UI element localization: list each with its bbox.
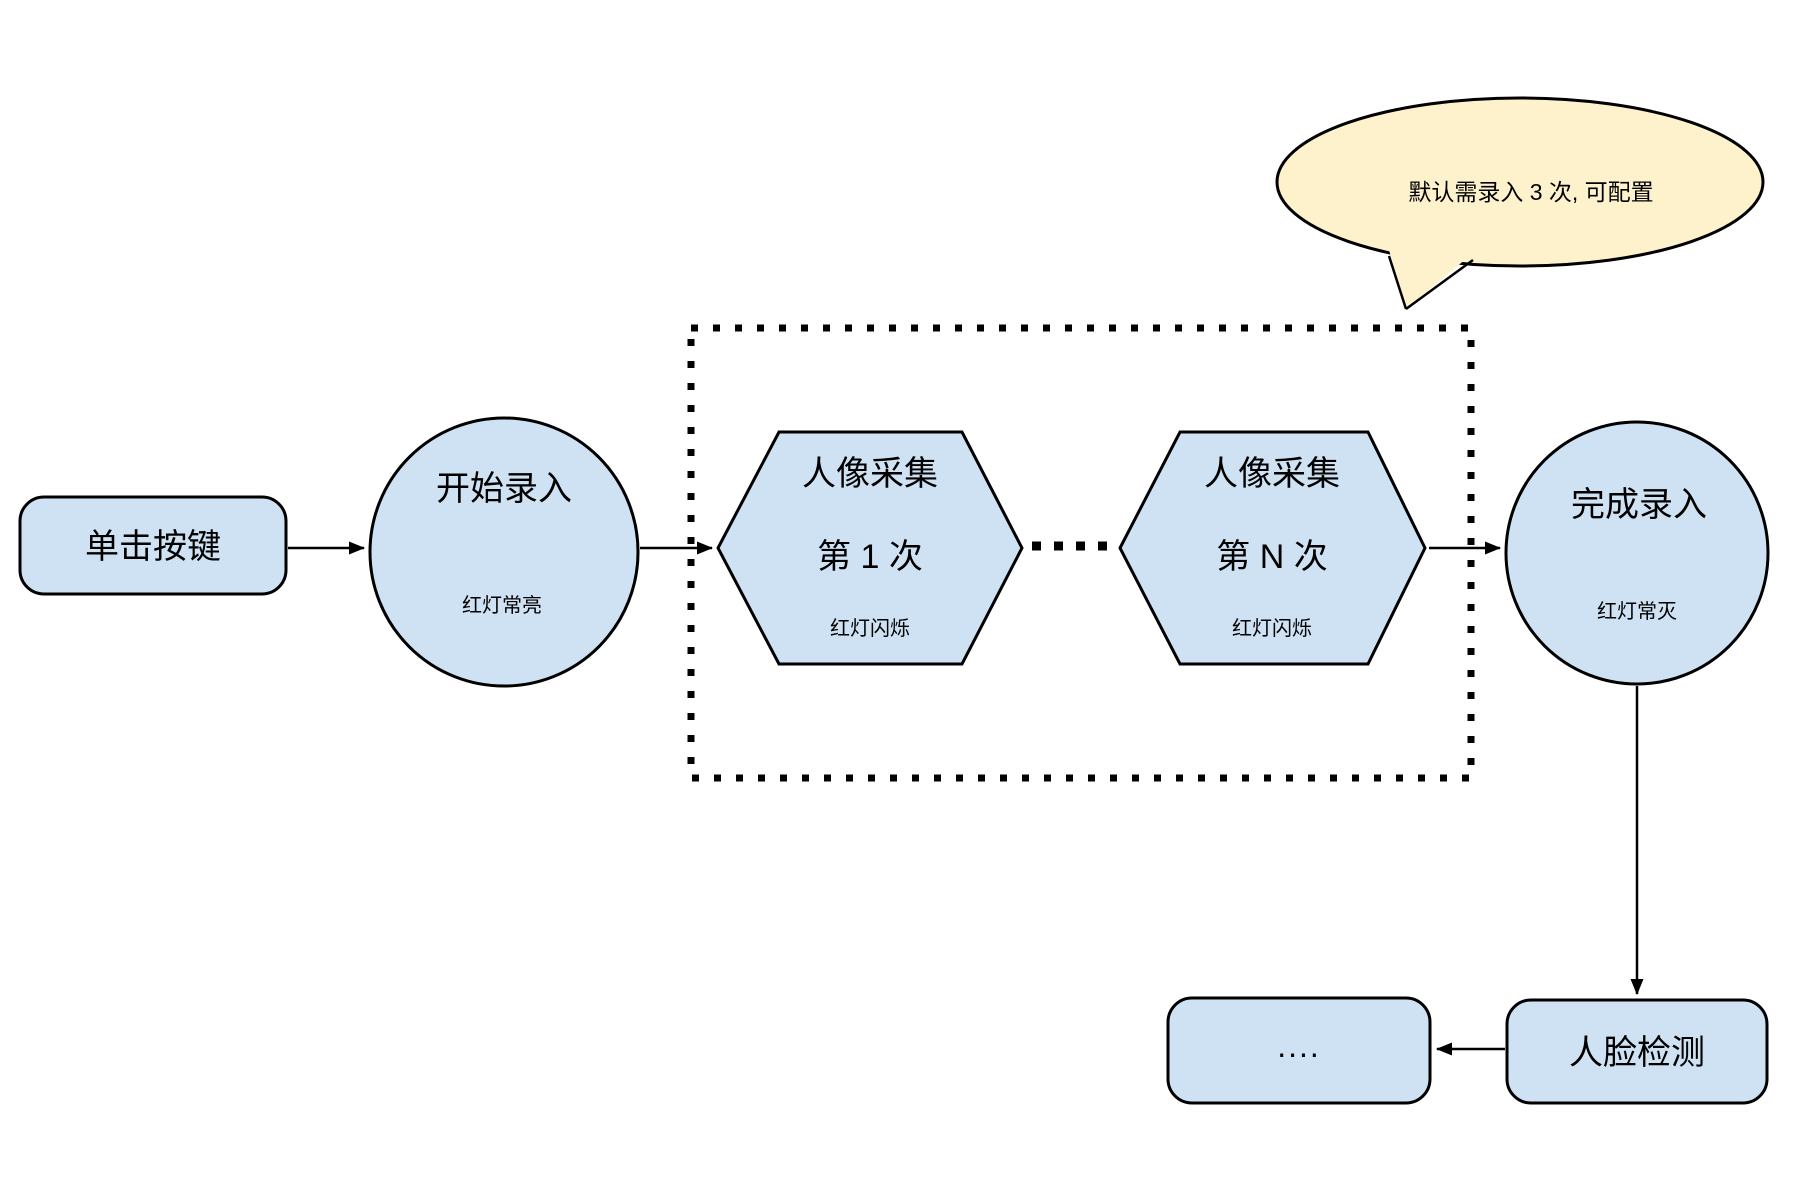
capture-first-label: 人像采集: [802, 455, 938, 493]
capture-nth-status: 红灯闪烁: [1232, 617, 1312, 640]
start-entry-status: 红灯常亮: [462, 594, 542, 617]
callout-tail: [1389, 250, 1473, 309]
finish-entry-label: 完成录入: [1571, 486, 1707, 524]
ellipsis-label: ....: [1277, 1028, 1321, 1064]
capture-first-hexagon: 人像采集 第 1 次 红灯闪烁: [716, 430, 1024, 666]
finish-entry-shape: [1504, 420, 1770, 686]
start-entry-label: 开始录入: [436, 470, 572, 508]
click-button-shape: [18, 495, 288, 596]
callout-bubble: 默认需录入 3 次, 可配置: [1275, 96, 1765, 311]
click-button-label: 单击按键: [85, 528, 221, 566]
callout-tail-edge-right: [1405, 258, 1474, 311]
capture-nth-label-line2: 第 N 次: [1216, 538, 1327, 576]
capture-nth-hexagon: 人像采集 第 N 次 红灯闪烁: [1118, 430, 1427, 666]
callout-label: 默认需录入 3 次, 可配置: [1408, 179, 1653, 205]
capture-nth-shape: [1118, 430, 1427, 666]
capture-first-label-line2: 第 1 次: [817, 538, 923, 576]
finish-entry-circle: 完成录入 红灯常灭: [1504, 420, 1770, 686]
face-detection-node: 人脸检测: [1505, 998, 1769, 1105]
callout-bubble-shape: [1275, 96, 1765, 268]
callout-tail-edge-left: [1387, 255, 1408, 310]
capture-first-status: 红灯闪烁: [830, 617, 910, 640]
face-detection-label: 人脸检测: [1569, 1034, 1705, 1072]
finish-entry-status: 红灯常灭: [1597, 600, 1677, 623]
start-entry-circle: 开始录入 红灯常亮: [368, 416, 640, 688]
ellipsis-node: ....: [1166, 996, 1432, 1105]
click-button-node: 单击按键: [18, 495, 288, 596]
capture-first-shape: [716, 430, 1024, 666]
ellipsis-shape: [1166, 996, 1432, 1105]
face-detection-shape: [1505, 998, 1769, 1105]
start-entry-shape: [368, 416, 640, 688]
capture-nth-label: 人像采集: [1204, 455, 1340, 493]
